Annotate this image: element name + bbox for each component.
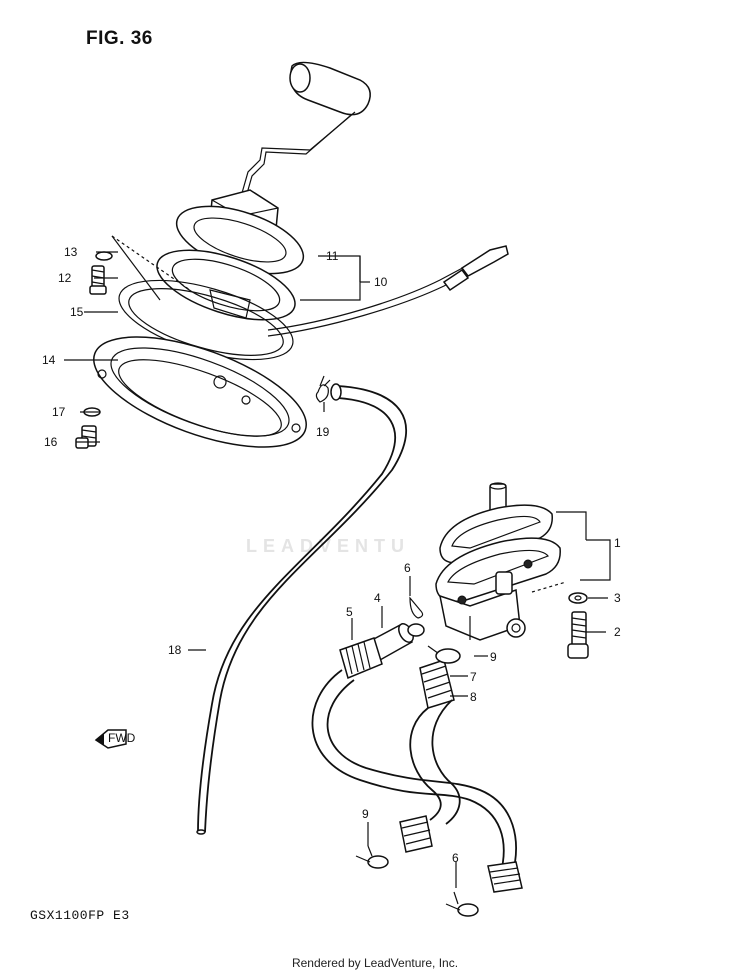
callout-18: 18 (168, 643, 182, 657)
callout-13: 13 (64, 245, 78, 259)
washer-13 (95, 251, 113, 261)
callout-1: 1 (614, 536, 621, 550)
screw-12 (89, 265, 107, 295)
callout-8: 8 (470, 690, 477, 704)
fuel-sender-float (239, 61, 371, 205)
callout-9-lower: 9 (362, 807, 369, 821)
callout-14: 14 (42, 353, 56, 367)
callout-4: 4 (374, 591, 381, 605)
callout-11: 11 (326, 249, 339, 263)
callout-10: 10 (374, 275, 388, 289)
clip-6-upper (407, 596, 425, 637)
watermark-text: LEADVENTU (246, 536, 411, 556)
leader-lines (64, 251, 611, 888)
callout-15: 15 (70, 305, 84, 319)
figure-title: FIG. 36 (86, 28, 153, 49)
tank-mount-14 (93, 336, 307, 448)
fuel-hose-8 (367, 659, 461, 869)
model-code: GSX1100FP E3 (30, 908, 130, 923)
callout-6-lower: 6 (452, 851, 459, 865)
callout-6-upper: 6 (404, 561, 411, 575)
clip-9-upper (427, 645, 461, 664)
clip-6-lower (445, 891, 461, 911)
fuel-hose-5 (311, 637, 523, 917)
callout-12: 12 (58, 271, 72, 285)
callout-19: 19 (316, 425, 330, 439)
washer-3 (568, 592, 588, 604)
callout-9-upper: 9 (490, 650, 497, 664)
fwd-arrow-icon: FWD (94, 729, 136, 749)
fwd-label: FWD (108, 731, 136, 745)
callout-16: 16 (44, 435, 58, 449)
callout-5: 5 (346, 605, 353, 619)
credit-line: Rendered by LeadVenture, Inc. (291, 956, 459, 970)
callout-17: 17 (52, 405, 66, 419)
fuel-cock-1 (435, 482, 567, 641)
breather-hose-18 (196, 383, 408, 835)
plate-10 (156, 249, 296, 321)
screw-16 (75, 425, 97, 449)
clip-19 (315, 375, 331, 403)
sender-wire (267, 245, 509, 337)
screw-2 (567, 611, 589, 659)
callout-2: 2 (614, 625, 621, 639)
callout-7: 7 (470, 670, 477, 684)
clip-9-lower (355, 845, 373, 863)
callout-3: 3 (614, 591, 621, 605)
